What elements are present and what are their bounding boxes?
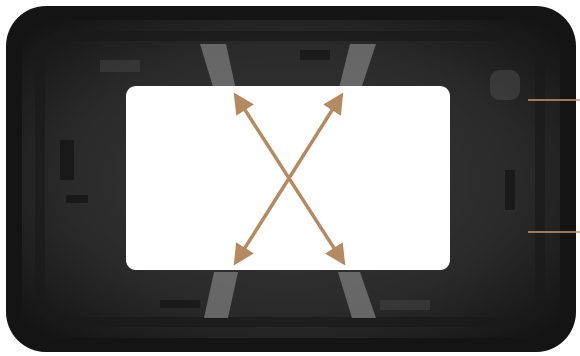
frame-illustration xyxy=(0,0,580,356)
figure-stage xyxy=(0,0,580,356)
